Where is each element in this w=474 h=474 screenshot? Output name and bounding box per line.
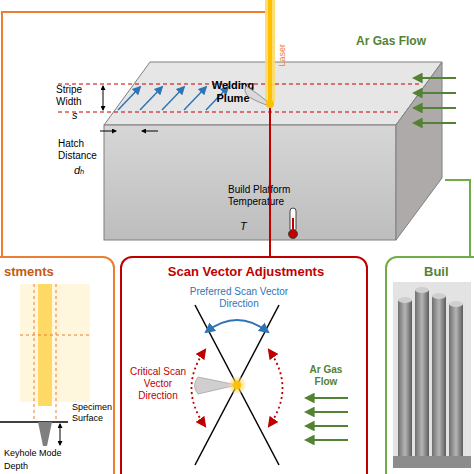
laser-beam [265, 0, 275, 102]
specimen-photo [415, 290, 429, 460]
scan-vector-panel: Scan Vector AdjustmentsPreferred Scan Ve… [120, 256, 368, 474]
specimen-photo [449, 304, 463, 460]
keyhole-illustration [20, 284, 90, 402]
scan-vector [140, 87, 162, 110]
specimen-photo [398, 300, 412, 460]
dimension-label: Stripe Width [56, 84, 100, 108]
symbol-label: dₕ [74, 164, 85, 177]
keyhole-illustration [38, 284, 52, 406]
scan-direction-illustration [306, 439, 348, 441]
scan-direction-illustration [195, 305, 279, 465]
scan-direction-illustration [206, 320, 268, 332]
keyhole-illustration [38, 422, 52, 446]
keyhole-illustration [0, 421, 68, 423]
keyhole-illustration [56, 284, 57, 420]
specimen-photo [415, 287, 429, 293]
parameter-panel: stmentsSpecimen SurfaceKeyhole ModeDepth [0, 256, 115, 474]
mode-label: Keyhole Mode [4, 448, 62, 459]
build-panel: Buil [385, 256, 474, 474]
dimension-arrow [103, 86, 104, 110]
panel-title: Buil [424, 264, 449, 280]
specimen-photo [398, 297, 412, 303]
gas-flow-label: Ar Gas Flow [356, 34, 426, 48]
surface-label: Specimen Surface [72, 402, 120, 424]
leader-line [269, 108, 271, 245]
connector-line [2, 12, 270, 256]
specimen-photo [449, 301, 463, 307]
scan-direction-illustration [306, 397, 348, 399]
welding-plume-shape [266, 100, 274, 108]
specimen-photo [393, 282, 471, 468]
scan-direction-illustration [233, 381, 241, 389]
keyhole-illustration [20, 335, 90, 336]
specimen-photo [393, 282, 471, 468]
thermometer-symbol [290, 208, 296, 232]
preferred-direction-label: Preferred Scan Vector Direction [187, 286, 291, 310]
symbol-label: T [240, 220, 247, 233]
scan-vector [184, 87, 206, 110]
scan-direction-illustration [306, 411, 348, 413]
laser-beam [265, 0, 275, 102]
dimension-arrow [100, 86, 158, 131]
scan-direction-illustration [269, 350, 283, 426]
specimen-photo [393, 456, 471, 468]
gas-flow-arrow [414, 92, 456, 94]
panel-title: Scan Vector Adjustments [122, 264, 370, 280]
laser-label: Laser [277, 44, 288, 67]
welding-plume-shape [245, 86, 274, 108]
build-block [104, 125, 396, 240]
stripe-boundary [58, 112, 400, 113]
gas-flow-arrow [414, 122, 456, 124]
thermometer-symbol [289, 208, 298, 239]
specimen-photo [432, 293, 446, 299]
scan-direction-illustration [195, 305, 279, 465]
scan-direction-illustration [228, 376, 246, 394]
connector-line [269, 245, 271, 256]
dimension-arrow [100, 131, 116, 132]
scan-direction-illustration [306, 398, 348, 440]
scan-vector [118, 87, 140, 110]
symbol-label: s [72, 109, 78, 122]
temperature-label: Build Platform Temperature [228, 184, 308, 208]
gas-flow-arrow [414, 77, 456, 79]
scan-vector [118, 87, 228, 110]
gas-flow-arrow [414, 107, 456, 109]
connector-line [445, 180, 470, 256]
build-block [396, 62, 442, 240]
gas-flow-label: Ar Gas Flow [300, 364, 352, 388]
keyhole-illustration [60, 424, 61, 445]
scan-vector [162, 87, 184, 110]
panel-title: stments [4, 264, 54, 280]
critical-direction-label: Critical Scan Vector Direction [128, 366, 188, 402]
gas-flow-arrow [414, 78, 456, 123]
dimension-label: Hatch Distance [58, 138, 104, 162]
depth-label: Depth [4, 461, 28, 472]
thermometer-symbol [289, 230, 298, 239]
dimension-arrow [142, 131, 158, 132]
specimen-photo [432, 296, 446, 460]
laser-beam [268, 0, 272, 102]
keyhole-illustration [34, 284, 35, 420]
scan-direction-illustration [306, 425, 348, 427]
